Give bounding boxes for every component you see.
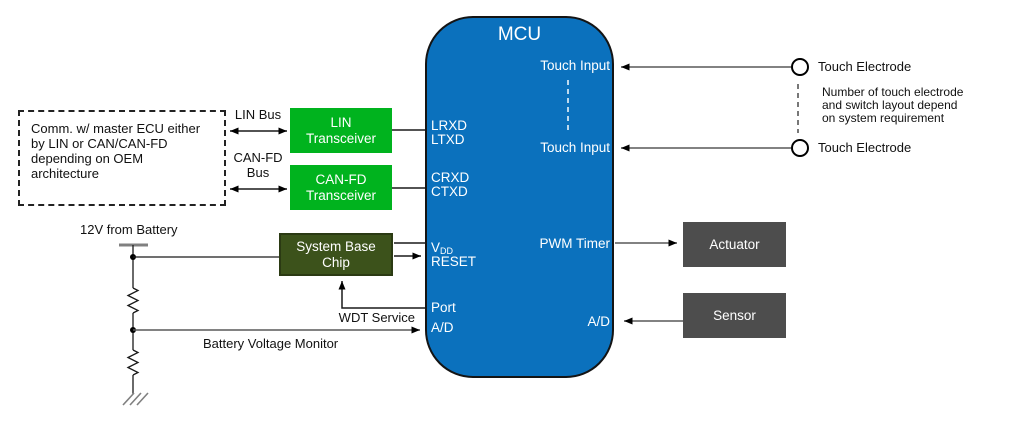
comm-note-text: Comm. w/ master ECU either by LIN or CAN… [31, 121, 201, 181]
pin-crxd: CRXD [431, 170, 470, 185]
sensor-block: Sensor [683, 293, 786, 338]
pin-ctxd: CTXD [431, 184, 468, 199]
canfd-transceiver-block: CAN-FD Transceiver [290, 165, 392, 210]
touch-electrode-1-label: Touch Electrode [818, 59, 912, 74]
lin-transceiver-block: LIN Transceiver [290, 108, 392, 153]
wdt-service-label: WDT Service [338, 310, 415, 325]
touch-electrode-2-icon [791, 139, 809, 157]
junction-dot [130, 327, 136, 333]
pin-pwm-timer: PWM Timer [539, 236, 611, 251]
pin-lrxd: LRXD [431, 118, 468, 133]
mcu-block [425, 16, 614, 378]
touch-electrode-2-label: Touch Electrode [818, 140, 912, 155]
touch-electrode-1-icon [791, 58, 809, 76]
pin-reset: RESET [431, 254, 477, 269]
pin-ltxd: LTXD [431, 132, 465, 147]
resistor-icon [126, 349, 140, 376]
pin-port: Port [431, 300, 456, 315]
ground-icon [122, 392, 149, 406]
resistor-icon [126, 287, 140, 314]
pin-ad-right: A/D [587, 314, 610, 329]
pin-touch-input-2: Touch Input [540, 140, 610, 155]
touch-electrode-note: Number of touch electrode and switch lay… [822, 85, 964, 125]
battery-voltage-monitor-label: Battery Voltage Monitor [203, 336, 339, 351]
mcu-title: MCU [497, 24, 542, 45]
pin-touch-input-1: Touch Input [540, 58, 610, 73]
vdd-subscript: DD [440, 246, 454, 256]
comm-note-box: Comm. w/ master ECU either by LIN or CAN… [18, 110, 226, 206]
junction-dot [130, 254, 136, 260]
system-base-chip-block: System Base Chip [279, 233, 393, 276]
pin-ad-left: A/D [431, 320, 454, 335]
lin-bus-label: LIN Bus [234, 107, 282, 122]
battery-12v-label: 12V from Battery [80, 222, 178, 237]
canfd-bus-label: CAN-FD Bus [233, 150, 283, 180]
wdt-service-arrow [338, 281, 425, 309]
actuator-block: Actuator [683, 222, 786, 267]
pin-vdd: VDD [431, 240, 454, 257]
